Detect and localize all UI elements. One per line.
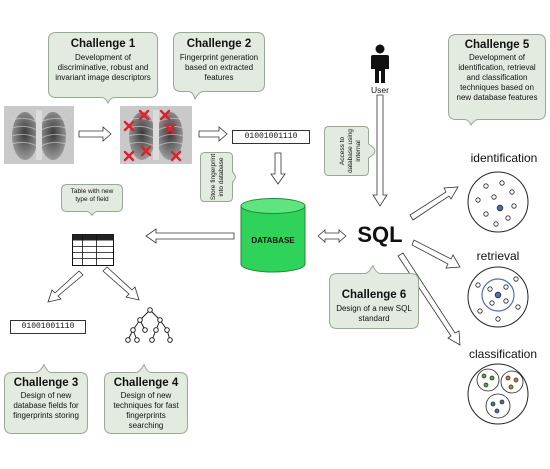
challenge-3-callout: Challenge 3 Design of new database field… [4, 364, 88, 434]
challenge-1-title: Challenge 1 [70, 38, 136, 50]
table-field-callout: Table with new type of field [61, 184, 123, 216]
challenge-3-title: Challenge 3 [13, 377, 79, 389]
challenge-6-callout: Challenge 6 Design of a new SQL standard [329, 265, 419, 329]
database-label: DATABASE [251, 236, 295, 245]
callout-bubble [448, 34, 546, 126]
search-tree-icon [125, 307, 173, 343]
arrow-db-to-table [145, 228, 235, 244]
identification-diagram [467, 171, 529, 233]
challenge-2-body: Fingerprint generation based on extracte… [179, 53, 259, 82]
user-icon [371, 44, 389, 83]
arrow-table-to-binary [47, 270, 84, 303]
store-fingerprint-label: Store fingerprint into database [210, 153, 225, 201]
user-label: User [371, 85, 389, 95]
retrieval-diagram [467, 266, 529, 328]
challenge-6-body: Design of a new SQL standard [336, 304, 412, 323]
arrow-db-sql [317, 229, 347, 243]
challenge-3-body: Design of new database fields for finger… [13, 391, 79, 420]
feature-markers [123, 109, 182, 162]
sql-label: SQL [357, 222, 403, 247]
challenge-4-body: Design of new techniques for fast finger… [113, 391, 179, 430]
arrow-sql-to-identification [409, 186, 459, 221]
callout-bubble [104, 364, 188, 434]
callout-bubble [324, 126, 376, 176]
table-field-label: Table with new type of field [70, 188, 114, 203]
challenge-1-body: Development of discriminative, robust an… [55, 53, 151, 82]
store-fingerprint-callout: Store fingerprint into database [200, 152, 236, 202]
access-database-label: Access to database using internal [339, 128, 362, 174]
challenge-4-title: Challenge 4 [113, 377, 179, 389]
callout-bubble [4, 364, 88, 434]
challenge-5-title: Challenge 5 [464, 39, 530, 51]
challenge-6-title: Challenge 6 [341, 289, 407, 301]
callout-bubble [173, 32, 265, 100]
arrow-xray-to-markers [78, 126, 112, 142]
fingerprint-binary-top: 01001001110 [232, 130, 310, 144]
classification-label: classification [468, 347, 538, 361]
arrow-sql-to-retrieval [411, 239, 461, 269]
chest-xray-image [4, 106, 74, 164]
challenge-2-title: Challenge 2 [186, 38, 252, 50]
retrieval-label: retrieval [476, 249, 520, 263]
challenge-2-callout: Challenge 2 Fingerprint generation based… [173, 32, 265, 100]
arrow-markers-to-binary [198, 126, 228, 142]
arrow-table-to-tree [102, 266, 140, 301]
chest-xray-marked-image [120, 106, 192, 164]
challenge-5-body: Development of identification, retrieval… [456, 53, 538, 102]
classification-diagram [467, 363, 529, 425]
challenge-5-callout: Challenge 5 Development of identificatio… [448, 34, 546, 126]
callout-bubble [61, 184, 123, 216]
access-database-callout: Access to database using internal [324, 126, 376, 176]
table-icon [72, 234, 114, 266]
fingerprint-binary-bottom: 01001001110 [10, 320, 86, 334]
arrow-binary-to-db [270, 152, 286, 185]
callout-bubble [200, 152, 236, 202]
callout-bubble [329, 265, 419, 329]
identification-label: identification [470, 151, 538, 165]
callout-bubble [48, 32, 158, 104]
arrow-user-to-sql [372, 94, 388, 207]
challenge-1-callout: Challenge 1 Development of discriminativ… [48, 32, 158, 104]
challenge-4-callout: Challenge 4 Design of new techniques for… [104, 364, 188, 434]
database-cylinder [240, 198, 306, 273]
